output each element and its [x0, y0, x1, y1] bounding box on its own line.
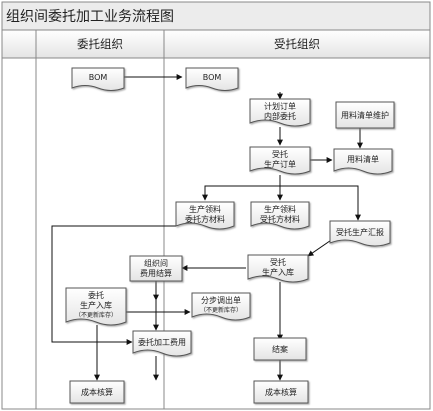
svg-text:用料清单: 用料清单	[347, 154, 379, 164]
node-production-summary[interactable]: 受托生产汇报	[329, 220, 391, 247]
svg-text:（不更新库存）: （不更新库存）	[200, 306, 242, 314]
svg-text:（不更新库存）: （不更新库存）	[75, 311, 117, 319]
svg-text:受托方材料: 受托方材料	[260, 214, 300, 224]
svg-text:委托: 委托	[88, 290, 104, 300]
node-bom-list[interactable]: 用料清单	[333, 148, 393, 175]
node-cost-accounting-right[interactable]: 成本核算	[253, 380, 309, 404]
node-bom-right[interactable]: BOM	[185, 67, 239, 91]
lane-label-entrusted: 受托组织	[274, 37, 320, 51]
svg-text:生产入库: 生产入库	[80, 300, 112, 310]
svg-text:生产领料: 生产领料	[189, 204, 221, 214]
svg-text:受托: 受托	[270, 257, 286, 267]
flow-nodes: BOM BOM 计划订单 内部委托 用料清单维护 受托 生产订单 用料清单 生产…	[65, 67, 395, 404]
svg-text:BOM: BOM	[89, 73, 108, 82]
svg-text:成本核算: 成本核算	[81, 387, 113, 397]
node-entrust-stock-in[interactable]: 受托 生产入库	[247, 254, 309, 283]
svg-text:委托加工费用: 委托加工费用	[138, 337, 186, 347]
node-transfer-out[interactable]: 分步调出单 （不更新库存）	[191, 292, 251, 321]
svg-text:BOM: BOM	[203, 73, 222, 82]
svg-text:委托方材料: 委托方材料	[185, 214, 225, 224]
svg-text:内部委托: 内部委托	[264, 111, 296, 121]
node-plan-order[interactable]: 计划订单 内部委托	[249, 98, 311, 127]
edge-po-to-summary	[280, 185, 361, 221]
svg-text:用料清单维护: 用料清单维护	[341, 110, 389, 120]
node-bom-maintenance[interactable]: 用料清单维护	[335, 101, 395, 129]
svg-text:成本核算: 成本核算	[265, 387, 297, 397]
node-cost-accounting-left[interactable]: 成本核算	[69, 380, 125, 404]
node-processing-fee[interactable]: 委托加工费用	[132, 330, 192, 357]
lane-header-bar	[1, 29, 431, 59]
svg-text:结案: 结案	[272, 344, 288, 354]
diagram-title: 组织间委托加工业务流程图	[6, 9, 174, 25]
node-inter-org-fee-settlement[interactable]: 组织间 费用结算	[129, 255, 183, 282]
svg-text:生产领料: 生产领料	[264, 204, 296, 214]
svg-text:生产入库: 生产入库	[262, 267, 294, 277]
lane-label-entrust: 委托组织	[77, 37, 123, 51]
title-bar	[1, 1, 431, 31]
svg-text:分步调出单: 分步调出单	[201, 295, 241, 305]
svg-text:组织间: 组织间	[144, 258, 168, 268]
node-bom-left[interactable]: BOM	[71, 67, 125, 91]
svg-text:费用结算: 费用结算	[140, 268, 172, 278]
svg-text:计划订单: 计划订单	[264, 101, 296, 111]
node-entrust-production-order[interactable]: 受托 生产订单	[249, 146, 311, 175]
svg-text:受托生产汇报: 受托生产汇报	[336, 227, 384, 237]
node-entrust-production-stock-in[interactable]: 委托 生产入库 （不更新库存）	[65, 287, 127, 326]
svg-text:生产订单: 生产订单	[264, 159, 296, 169]
node-close[interactable]: 结案	[253, 337, 307, 361]
edge-po-to-pick-entrust	[202, 185, 280, 201]
node-pick-receiver-material[interactable]: 生产领料 受托方材料	[250, 201, 310, 230]
svg-text:受托: 受托	[272, 149, 288, 159]
edge-pick-to-process-fee	[51, 225, 176, 345]
node-pick-entrust-material[interactable]: 生产领料 委托方材料	[175, 201, 235, 230]
